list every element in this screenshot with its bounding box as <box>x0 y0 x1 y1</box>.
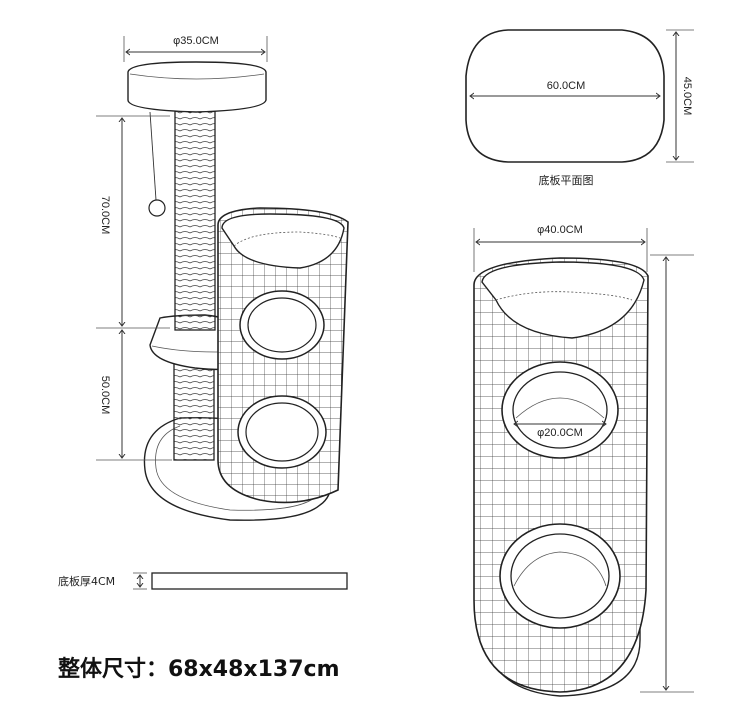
base-thickness-detail: 底板厚4CM <box>58 572 348 590</box>
side-mesh-tunnel <box>217 207 349 504</box>
top-diameter-dimension: φ35.0CM <box>123 35 268 62</box>
base-width-label: 60.0CM <box>547 80 586 92</box>
base-thickness-label: 底板厚4CM <box>58 574 115 588</box>
base-plan-title: 底板平面图 <box>539 173 594 187</box>
upper-height-dimension: 70.0CM <box>96 115 170 329</box>
upper-height-label: 70.0CM <box>99 196 111 235</box>
base-depth-label: 45.0CM <box>681 77 693 116</box>
lower-sisal-post <box>173 359 215 461</box>
side-elevation: φ35.0CM <box>58 35 349 682</box>
tube-diameter-label: φ40.0CM <box>537 224 583 236</box>
lower-height-label: 50.0CM <box>99 376 111 415</box>
upper-sisal-post <box>174 107 216 331</box>
hole-diameter-label: φ20.0CM <box>537 427 583 439</box>
toy-string <box>149 111 157 201</box>
toy-ball <box>148 199 166 217</box>
front-tube-view: φ40.0CM φ20.0CM <box>473 224 694 697</box>
top-platform-diameter-label: φ35.0CM <box>173 35 219 47</box>
top-platform <box>127 61 267 113</box>
base-plan-view: 60.0CM 45.0CM 底板平面图 <box>465 29 694 187</box>
overall-size-label: 整体尺寸：68x48x137cm <box>58 656 340 682</box>
lower-height-dimension: 50.0CM <box>96 330 172 461</box>
